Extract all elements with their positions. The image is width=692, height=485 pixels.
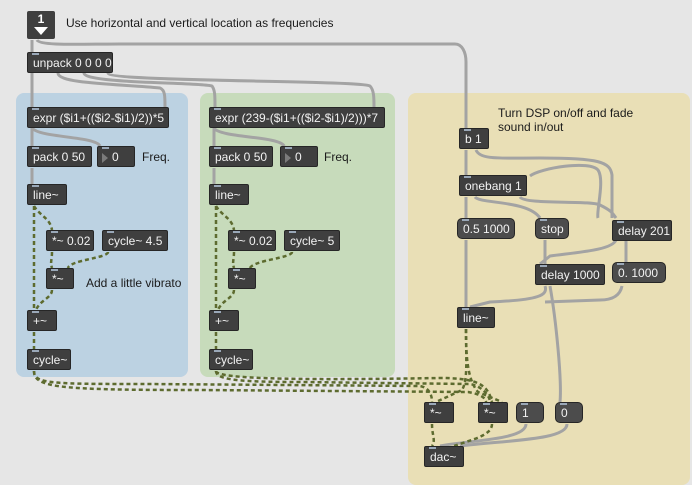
delay-1000-object[interactable]: delay 1000 [535, 264, 605, 285]
line-object-yellow[interactable]: line~ [457, 307, 495, 328]
freq-number-value: 0 [112, 150, 119, 164]
line-object-green[interactable]: line~ [209, 184, 249, 205]
plus-object-green[interactable]: +~ [209, 310, 239, 331]
mult-right-object[interactable]: *~ [478, 402, 508, 423]
freq-label-blue: Freq. [142, 150, 171, 164]
stop-message[interactable]: stop [535, 218, 569, 239]
mult-002-object-blue[interactable]: *~ 0.02 [46, 230, 94, 251]
zero-fade-message[interactable]: 0. 1000 [612, 262, 666, 283]
title-comment: Use horizontal and vertical location as … [66, 16, 334, 30]
bang-button[interactable]: 1 [27, 11, 55, 39]
line-object-blue[interactable]: line~ [27, 184, 67, 205]
mult-002-object-green[interactable]: *~ 0.02 [228, 230, 276, 251]
unpack-object[interactable]: unpack 0 0 0 0 [27, 52, 113, 73]
mult-left-object[interactable]: *~ [424, 402, 454, 423]
freq-number-value: 0 [295, 150, 302, 164]
expr-horizontal-object[interactable]: expr ($i1+(($i2-$i1)/2))*5 [27, 107, 169, 128]
one-message[interactable]: 1 [516, 402, 544, 423]
pack-object-green[interactable]: pack 0 50 [209, 146, 273, 167]
pack-object-blue[interactable]: pack 0 50 [27, 146, 92, 167]
bang-arrow-icon [34, 27, 48, 35]
zero-message[interactable]: 0 [555, 402, 583, 423]
mult-object-blue[interactable]: *~ [46, 268, 74, 289]
b-object[interactable]: b 1 [459, 128, 489, 149]
onebang-object[interactable]: onebang 1 [459, 175, 527, 196]
cycle-object-green[interactable]: cycle~ [209, 349, 253, 370]
freq-number-box-green[interactable]: 0 [280, 146, 318, 167]
cycle-object-blue[interactable]: cycle~ [27, 349, 71, 370]
dac-object[interactable]: dac~ [424, 446, 464, 467]
expr-vertical-object[interactable]: expr (239-($i1+(($i2-$i1)/2)))*7 [209, 107, 385, 128]
mult-object-green[interactable]: *~ [228, 268, 256, 289]
freq-label-green: Freq. [324, 150, 353, 164]
cycle-lfo-object-blue[interactable]: cycle~ 4.5 [102, 230, 168, 251]
vibrato-label: Add a little vibrato [86, 276, 182, 290]
dsp-comment-line1: Turn DSP on/off and fade sound in/out [498, 106, 634, 134]
delay-201-object[interactable]: delay 201 [612, 220, 672, 241]
freq-number-box-blue[interactable]: 0 [97, 146, 135, 167]
plus-object-blue[interactable]: +~ [27, 310, 57, 331]
bang-number: 1 [37, 12, 45, 26]
number-triangle-icon [285, 153, 291, 163]
cycle-lfo-object-green[interactable]: cycle~ 5 [284, 230, 340, 251]
number-triangle-icon [102, 153, 108, 163]
fade-message[interactable]: 0.5 1000 [457, 218, 515, 239]
